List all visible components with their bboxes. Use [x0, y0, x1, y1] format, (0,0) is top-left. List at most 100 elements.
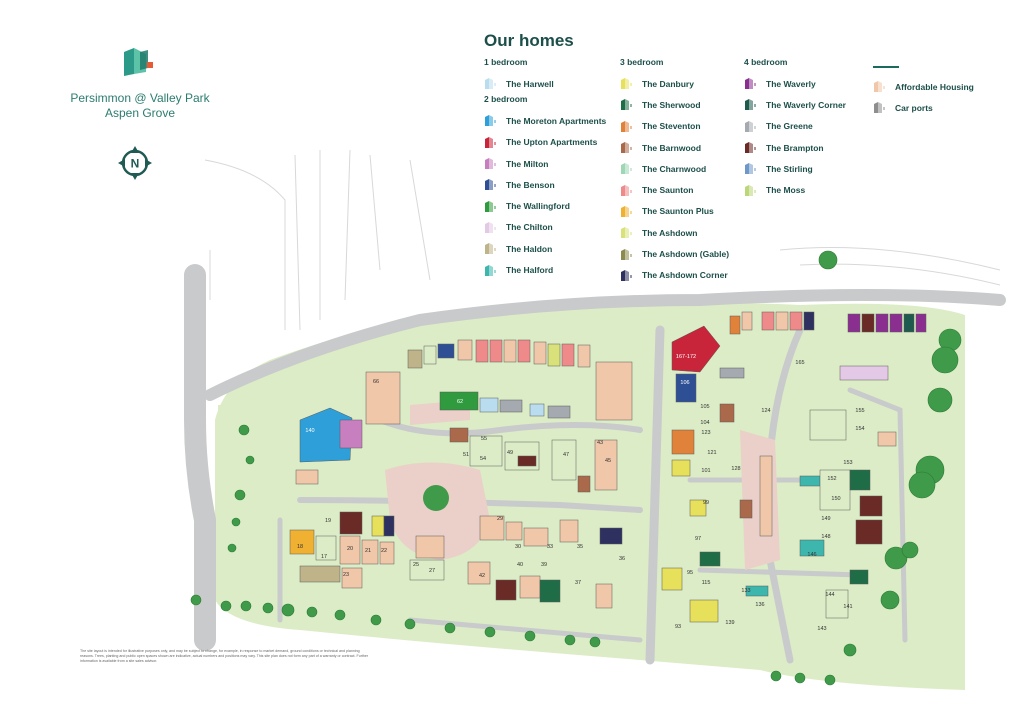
compass-letter: N	[131, 157, 140, 171]
legend-title: Our homes	[484, 31, 574, 50]
plot-number: 25	[413, 562, 419, 568]
plot-number: 154	[855, 426, 864, 432]
legend-divider	[873, 66, 899, 68]
plot-number: 146	[807, 552, 816, 558]
legend-item: Car ports	[873, 97, 974, 118]
house-type-icon	[621, 99, 632, 111]
plot-number: 47	[563, 452, 569, 458]
plot-number: 105	[700, 404, 709, 410]
legend-item-label: The Upton Apartments	[506, 137, 598, 148]
house-type-icon	[621, 142, 632, 154]
legend-item: The Milton	[484, 153, 606, 174]
plot-number: 148	[821, 534, 830, 540]
plot-number: 104	[700, 420, 709, 426]
legend-item-label: The Barnwood	[642, 142, 702, 153]
legend-item-label: The Sherwood	[642, 99, 701, 110]
plot-number: 54	[480, 456, 486, 462]
plot-number: 106	[680, 380, 689, 386]
plot-number: 29	[497, 516, 503, 522]
legend-item-label: The Danbury	[642, 78, 694, 89]
legend-item: The Benson	[484, 174, 606, 195]
plot-number: 18	[297, 544, 303, 550]
legend-item: The Wallingford	[484, 195, 606, 216]
plot-number: 35	[577, 544, 583, 550]
legend-item: The Saunton Plus	[620, 201, 729, 222]
plot-number: 155	[855, 408, 864, 414]
plot-number: 39	[541, 562, 547, 568]
legend-item-label: Affordable Housing	[895, 81, 974, 92]
plot-number: 121	[707, 450, 716, 456]
house-type-icon	[621, 269, 632, 281]
plot-number: 93	[675, 624, 681, 630]
house-type-icon	[485, 200, 496, 212]
plot-number: 99	[703, 500, 709, 506]
plot-number: 115	[702, 580, 711, 586]
legend-item-label: The Chilton	[506, 222, 553, 233]
legend-item-label: The Greene	[766, 121, 813, 132]
plot-number: 140	[305, 428, 314, 434]
legend-item: The Steventon	[620, 116, 729, 137]
house-type-icon	[745, 163, 756, 175]
legend-item-label: The Benson	[506, 179, 555, 190]
house-type-icon	[485, 158, 496, 170]
legend-item: The Stirling	[744, 158, 846, 179]
house-type-icon	[485, 115, 496, 127]
surrounding-streets	[204, 149, 1001, 331]
plot-number: 23	[343, 572, 349, 578]
house-type-icon	[621, 163, 632, 175]
legend-item-label: The Ashdown Corner	[642, 270, 728, 281]
plot-number: 144	[825, 592, 834, 598]
legend-item: The Harwell	[484, 73, 606, 94]
plot-number: 123	[701, 430, 710, 436]
plot-number: 30	[515, 544, 521, 550]
legend-item: The Waverly	[744, 73, 846, 94]
plot-number: 51	[463, 452, 469, 458]
legend-item: The Moss	[744, 179, 846, 200]
legend-item-label: The Brampton	[766, 142, 824, 153]
legend-item-label: The Waverly	[766, 78, 816, 89]
legend-group-heading: 3 bedroom	[620, 57, 664, 67]
plot-number: 36	[619, 556, 625, 562]
legend-item-label: The Saunton	[642, 185, 694, 196]
plot-number: 143	[817, 626, 826, 632]
legend-item: The Sherwood	[620, 94, 729, 115]
legend-item-label: The Halford	[506, 265, 554, 276]
plot-number: 22	[381, 548, 387, 554]
legend-item-label: The Moss	[766, 185, 806, 196]
plot-number: 27	[429, 568, 435, 574]
brand-block: Persimmon @ Valley Park Aspen Grove	[60, 44, 220, 121]
development-brand: Persimmon @ Valley Park	[70, 91, 210, 105]
plot-number: 124	[761, 408, 770, 414]
legend-item-label: The Waverly Corner	[766, 99, 846, 110]
house-type-icon	[621, 78, 632, 90]
plot-number: 21	[365, 548, 371, 554]
legend-item: The Charnwood	[620, 158, 729, 179]
plot-number: 55	[481, 436, 487, 442]
legend-item: The Waverly Corner	[744, 94, 846, 115]
legend-item-label: The Milton	[506, 158, 549, 169]
plot-number: 149	[821, 516, 830, 522]
house-type-icon	[874, 102, 885, 114]
house-type-icon	[621, 120, 632, 132]
legend-item: The Halford	[484, 259, 606, 280]
house-type-icon	[745, 142, 756, 154]
legend-item: The Saunton	[620, 179, 729, 200]
development-name: Aspen Grove	[104, 106, 176, 120]
legend-item: The Ashdown Corner	[620, 265, 729, 286]
central-green-tree	[423, 485, 449, 511]
house-type-icon	[485, 136, 496, 148]
plot-number: 128	[731, 466, 740, 472]
plot-number: 139	[725, 620, 734, 626]
legend-item: The Chilton	[484, 217, 606, 238]
house-type-icon	[485, 264, 496, 276]
legend-item-label: The Harwell	[506, 78, 554, 89]
house-type-icon	[874, 81, 885, 93]
legend-item: The Ashdown (Gable)	[620, 243, 729, 264]
house-type-icon	[485, 221, 496, 233]
legend-item-label: The Wallingford	[506, 201, 570, 212]
plot-number: 152	[827, 476, 836, 482]
plot-number: 45	[605, 458, 611, 464]
plot-number: 95	[687, 570, 693, 576]
legend-item-label: The Moreton Apartments	[506, 115, 607, 126]
